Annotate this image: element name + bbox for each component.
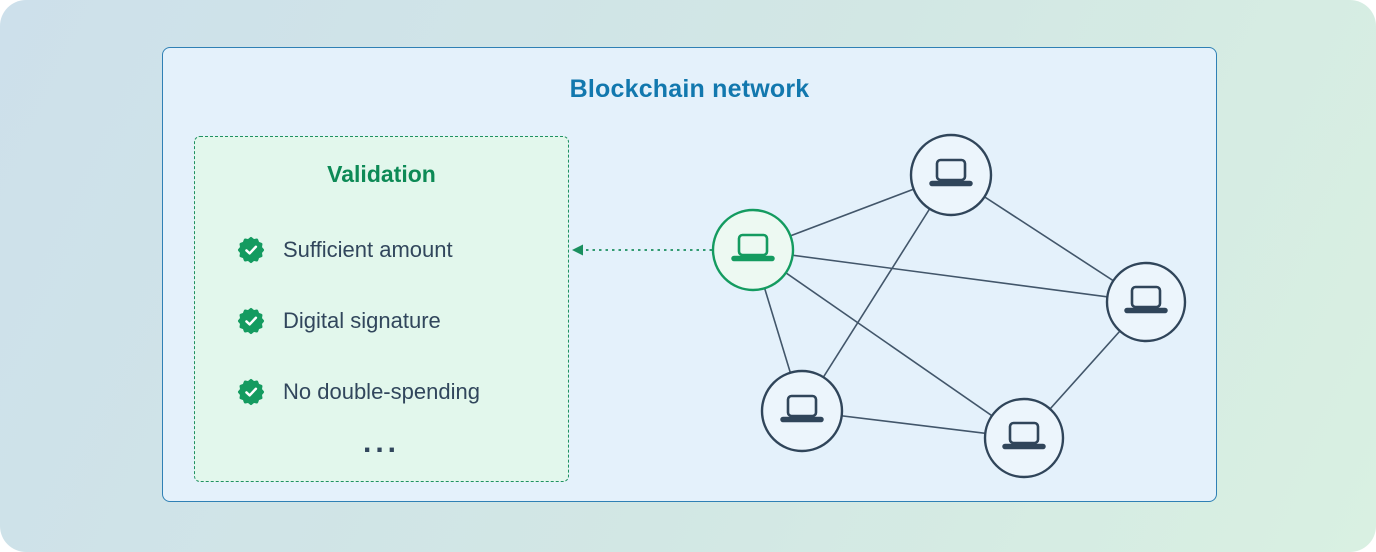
validation-item: Digital signature [237,307,568,335]
validation-item: Sufficient amount [237,236,568,264]
validation-ellipsis: ... [362,426,400,459]
page-title: Blockchain network [569,75,810,103]
validation-item-label: Sufficient amount [283,237,453,262]
validation-item-label: No double-spending [283,379,480,404]
validation-item: No double-spending [237,378,568,406]
validation-item-label: Digital signature [283,308,441,333]
validation-title: Validation [327,161,436,187]
check-seal-icon [237,378,265,406]
check-seal-icon [237,236,265,264]
blockchain-network-panel: Blockchain network Validation Sufficient… [162,47,1217,502]
check-seal-icon [237,307,265,335]
